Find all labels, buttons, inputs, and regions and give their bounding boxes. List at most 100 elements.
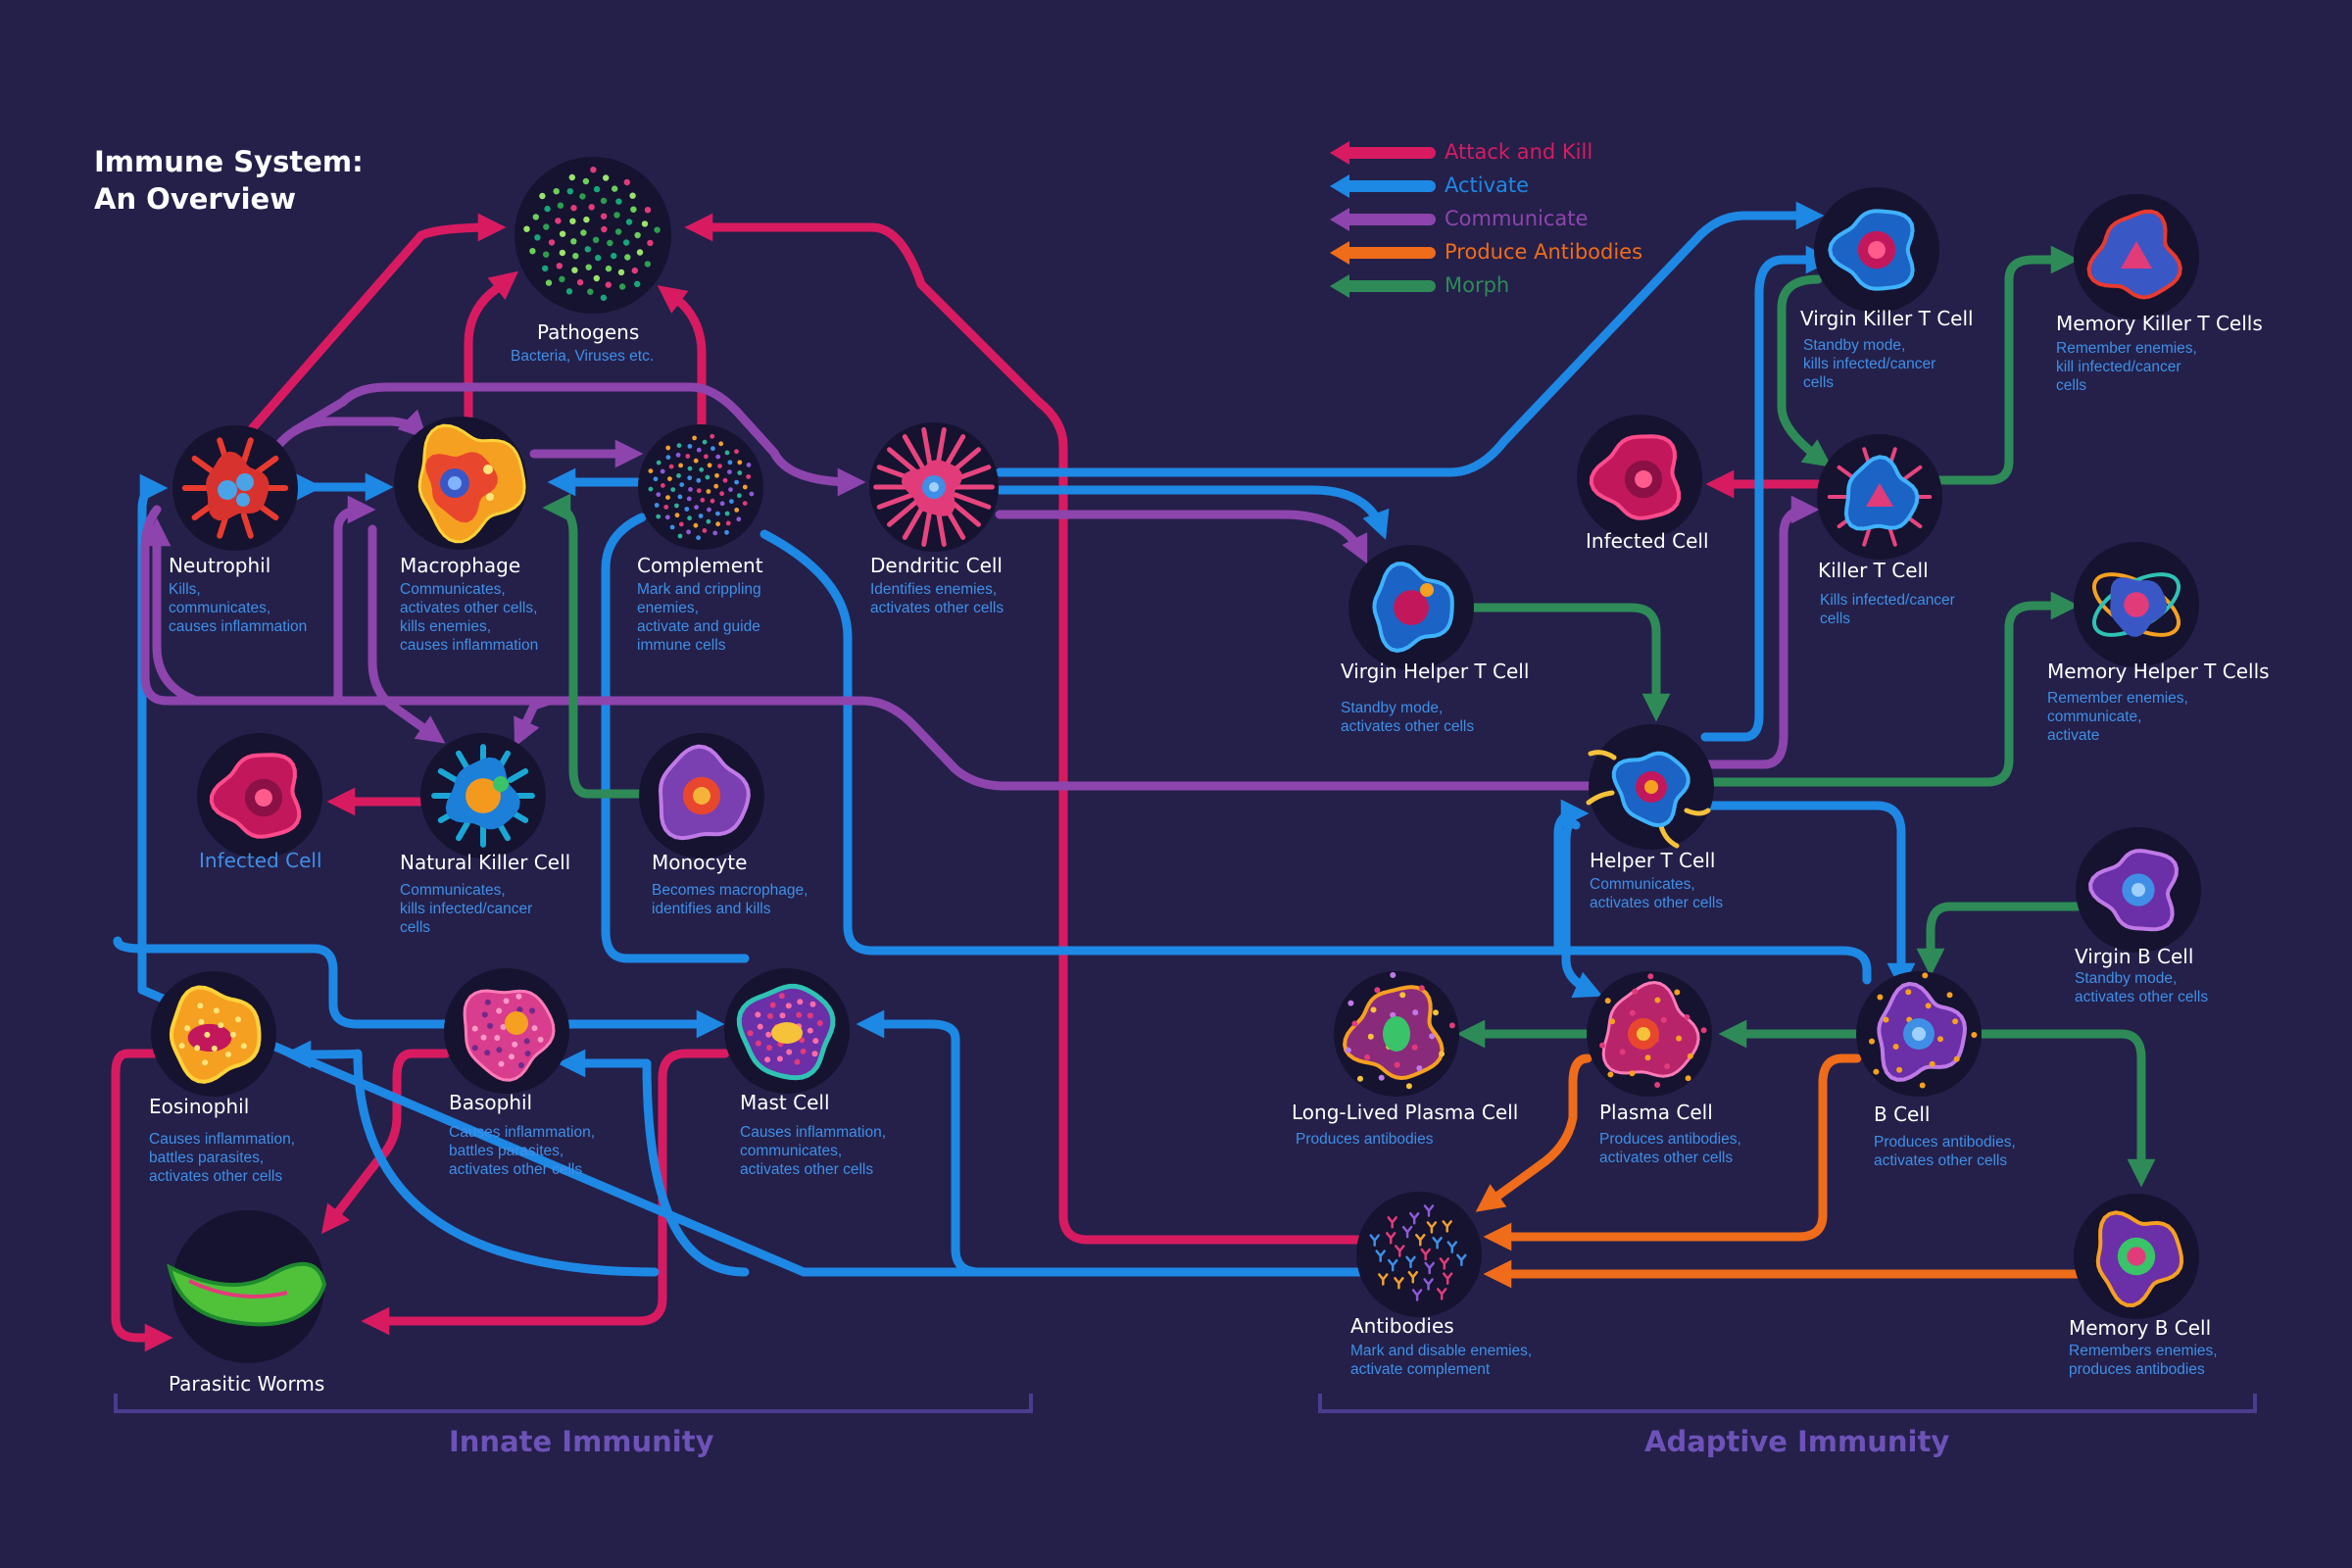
morph-monocyte-macrophage xyxy=(542,493,647,799)
adaptive-bracket xyxy=(1318,1394,2257,1413)
cell-name: Killer T Cell xyxy=(1818,559,1929,582)
cell-name: Infected Cell xyxy=(1586,529,1709,553)
cell-description: Communicates, activates other cells xyxy=(1590,876,1724,911)
attack-antibodies-pathogens xyxy=(684,213,1372,1245)
activate-line-helper xyxy=(1553,799,1590,956)
activate-helper-virginkiller xyxy=(1700,245,1835,742)
natural-killer-cell-icon xyxy=(420,733,546,858)
legend-arrow-icon xyxy=(1330,274,1436,298)
monocyte-icon xyxy=(639,733,764,858)
activate-complement-mast xyxy=(601,513,750,963)
cell-name: Natural Killer Cell xyxy=(400,851,571,874)
cell-description: Standby mode, kills infected/cancer cell… xyxy=(1803,337,1936,391)
communicate-neutrophil-macrophage xyxy=(270,409,428,456)
produce-b-antibodies xyxy=(1483,1054,1862,1251)
cell-name: Memory Helper T Cells xyxy=(2047,660,2270,683)
cell-name: Memory Killer T Cells xyxy=(2056,312,2263,335)
activate-eosinophil-bus xyxy=(113,936,725,1039)
cell-name: Antibodies xyxy=(1350,1314,1454,1338)
cell-name: Eosinophil xyxy=(149,1095,250,1118)
cell-description: Mark and disable enemies, activate compl… xyxy=(1350,1343,1533,1378)
attack-complement-pathogens xyxy=(657,285,707,436)
cell-description: Remember enemies, kill infected/cancer c… xyxy=(2056,340,2197,394)
produce-plasma-antibodies xyxy=(1475,1054,1592,1212)
legend-item: Produce Antibodies xyxy=(1328,237,1740,270)
legend-item: Morph xyxy=(1328,270,1740,304)
cell-name: Pathogens xyxy=(537,320,640,344)
virgin-killer-t-cell-icon xyxy=(1814,187,1939,313)
cell-description: Bacteria, Viruses etc. xyxy=(511,348,655,365)
memory-b-cell-icon xyxy=(2074,1194,2199,1319)
cell-name: Monocyte xyxy=(652,851,748,874)
b-cell-icon xyxy=(1856,971,1982,1097)
activate-dendritic-virginkiller xyxy=(995,201,1825,477)
morph-helper-memory xyxy=(1705,591,2080,787)
legend-arrow-icon xyxy=(1330,174,1436,198)
cell-description: Causes inflammation, communicates, activ… xyxy=(740,1124,887,1178)
legend-label: Communicate xyxy=(1445,207,1589,230)
complement-proteins-icon xyxy=(638,424,763,550)
cell-description: Kills, communicates, causes inflammation xyxy=(169,581,308,635)
legend-item: Attack and Kill xyxy=(1328,137,1740,171)
adaptive-immunity-label: Adaptive Immunity xyxy=(1644,1425,1950,1458)
killer-t-cell-icon xyxy=(1817,434,1942,560)
dendritic-cell-icon xyxy=(869,422,999,552)
infected-cell-icon xyxy=(1577,415,1702,540)
cell-description: Causes inflammation, battles parasites, … xyxy=(149,1131,296,1185)
activate-helper-bcell xyxy=(1705,801,1916,992)
activate-dendritic-virginhelper xyxy=(995,485,1390,540)
legend-label: Morph xyxy=(1445,273,1510,297)
legend-label: Activate xyxy=(1445,173,1530,197)
cell-name: Memory B Cell xyxy=(2069,1316,2212,1340)
cell-name: Virgin Helper T Cell xyxy=(1341,660,1530,683)
communicate-macro-left xyxy=(142,517,201,706)
cell-name: Parasitic Worms xyxy=(169,1372,325,1396)
communicate-helper-nk xyxy=(514,696,554,748)
cell-description: Remember enemies, communicate, activate xyxy=(2047,690,2188,744)
cell-name: Macrophage xyxy=(400,554,521,577)
activate-neutrophil-left xyxy=(137,473,169,946)
title-line-1: Immune System: xyxy=(94,145,364,178)
long-lived-plasma-cell-icon xyxy=(1334,971,1459,1097)
communicate-dendritic-helper xyxy=(995,510,1368,564)
legend-arrow-icon xyxy=(1330,141,1436,165)
cell-description: Produces antibodies xyxy=(1296,1131,1434,1148)
mast-cell-icon xyxy=(724,968,850,1094)
activate-bus-eosinophil xyxy=(282,1040,660,1277)
memory-helper-t-cell-icon xyxy=(2074,542,2199,667)
antibodies-icon xyxy=(1356,1192,1482,1317)
infected-cell-icon xyxy=(197,733,322,858)
macrophage-icon xyxy=(394,416,527,550)
morph-virginkiller-killer xyxy=(1777,274,1833,467)
attack-macrophage-pathogens xyxy=(464,270,518,426)
cell-description: Causes inflammation, battles parasites, … xyxy=(449,1124,596,1178)
virgin-helper-t-cell-icon xyxy=(1348,545,1474,670)
morph-virginb-b xyxy=(1916,902,2082,977)
cell-description: Communicates, kills infected/cancer cell… xyxy=(400,882,533,936)
legend-item: Activate xyxy=(1328,171,1740,204)
virgin-b-cell-icon xyxy=(2076,827,2201,953)
cell-name: Plasma Cell xyxy=(1599,1101,1713,1124)
communicate-macro-nk xyxy=(368,524,446,744)
parasitic-worm-icon xyxy=(167,1210,327,1363)
diagram-title: Immune System: An Overview xyxy=(94,143,364,218)
morph-b-memory xyxy=(1975,1029,2156,1188)
cell-description: Produces antibodies, activates other cel… xyxy=(1874,1134,2016,1169)
attack-neutrophil-pathogens xyxy=(245,213,507,436)
morph-virginhelper-helper xyxy=(1465,603,1671,722)
cell-name: B Cell xyxy=(1874,1102,1931,1126)
cell-description: Mark and crippling enemies, activate and… xyxy=(637,581,761,654)
activate-antibodies-mast xyxy=(856,1009,1372,1277)
cell-description: Identifies enemies, activates other cell… xyxy=(870,581,1004,616)
cell-name: Dendritic Cell xyxy=(870,554,1003,577)
activate-bus-basophil xyxy=(557,1049,750,1277)
cell-name: Neutrophil xyxy=(169,554,271,577)
title-line-2: An Overview xyxy=(94,182,297,216)
basophil-icon xyxy=(444,968,569,1094)
cell-name: Helper T Cell xyxy=(1590,849,1716,872)
cell-description: Standby mode, activates other cells xyxy=(1341,700,1475,735)
innate-bracket xyxy=(114,1394,1033,1413)
legend-arrow-icon xyxy=(1330,241,1436,265)
helper-t-cell-icon xyxy=(1586,724,1714,850)
